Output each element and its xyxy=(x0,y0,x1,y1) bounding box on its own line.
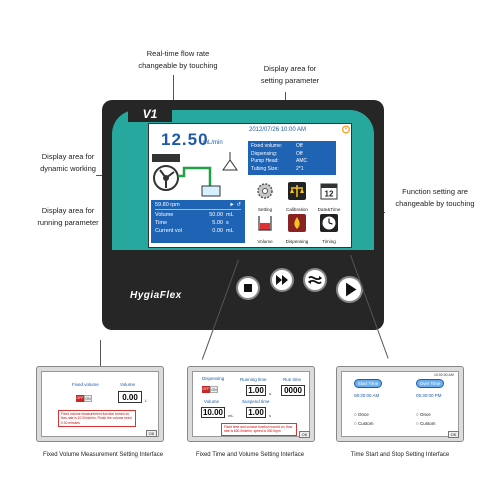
caption-fixed-volume: Fixed Volume Measurement Setting Interfa… xyxy=(42,452,164,458)
connector-panel-1 xyxy=(100,340,101,366)
volume-input[interactable]: 10.00 xyxy=(201,407,225,418)
running-time-input[interactable]: 1.00 xyxy=(246,385,266,396)
panel-screen: 10:00:00 AM Start Time Over Time 08:30:0… xyxy=(341,371,459,438)
start-custom-radio[interactable]: ○ Custom xyxy=(354,421,374,426)
start-time-value: 08:30:00 AM xyxy=(354,393,380,398)
suspend-time-unit: s xyxy=(269,413,271,418)
param-row: Fixed volume:Off xyxy=(251,143,303,149)
beaker-icon xyxy=(258,216,272,231)
volume-unit: L xyxy=(145,398,148,403)
speed-readout: 59.80 rpm xyxy=(155,202,180,208)
start-time-button[interactable]: Start Time xyxy=(354,379,382,388)
dispensing-icon xyxy=(288,214,306,232)
function-timing[interactable]: Timing xyxy=(314,214,344,244)
scale-icon xyxy=(288,182,306,200)
volume-label: Volume xyxy=(204,399,220,404)
ok-button[interactable]: OK xyxy=(146,430,157,437)
direction-button[interactable] xyxy=(303,268,327,292)
caption-time-volume: Fixed Time and Volume Setting Interface xyxy=(195,452,305,458)
run-time-input[interactable]: 0000 xyxy=(281,385,305,396)
alarm-clock-icon xyxy=(342,125,350,134)
param-row: Dispensing:Off xyxy=(251,150,303,157)
play-icon xyxy=(346,282,357,297)
running-time-label: Running time xyxy=(240,377,267,382)
param-row: Tubing Size:2*1 xyxy=(251,165,304,172)
datetime-readout: 2012/07/26 10:00 AM xyxy=(249,127,307,133)
param-row: Pump Head:AMC xyxy=(251,158,308,165)
svg-text:12: 12 xyxy=(325,190,334,199)
over-once-radio[interactable]: ○ Once xyxy=(416,412,431,417)
function-calibration[interactable]: Calibration xyxy=(282,182,312,212)
ok-button[interactable]: OK xyxy=(448,431,459,438)
pump-head-top xyxy=(152,154,180,162)
calendar-icon: 12 xyxy=(320,183,338,200)
dispensing-label: Dispensing xyxy=(202,376,225,381)
panel-start-stop: 10:00:00 AM Start Time Over Time 08:30:0… xyxy=(336,366,464,442)
ok-button[interactable]: OK xyxy=(299,431,310,438)
caption-start-stop: Time Start and Stop Setting Interface xyxy=(350,452,450,458)
over-time-value: 05:30:00 PM xyxy=(416,393,442,398)
tubing xyxy=(178,166,212,186)
suspend-time-label: Suspend time xyxy=(242,399,270,404)
flow-rate-value[interactable]: 12.50 xyxy=(161,130,209,149)
flask xyxy=(222,159,238,171)
stop-button[interactable] xyxy=(236,276,260,300)
beaker xyxy=(201,185,221,197)
stop-icon xyxy=(244,284,252,292)
flow-rate-unit: mL/min xyxy=(203,140,223,146)
time-volume-note: Fixed time and volume function turned on… xyxy=(221,423,297,436)
volume-input[interactable]: 0.00 xyxy=(118,391,142,403)
volume-unit: mL xyxy=(228,413,234,418)
pump-dynamic-illustration xyxy=(152,152,238,197)
function-volume[interactable]: Volume xyxy=(250,214,280,244)
running-time-unit: s xyxy=(269,391,271,396)
fixed-volume-note: Fixed volume measurement function turned… xyxy=(58,410,136,428)
clock-readout: 10:00:00 AM xyxy=(434,373,454,377)
gear-icon xyxy=(257,183,273,199)
function-dispensing[interactable]: Dispensing xyxy=(282,214,312,244)
fast-forward-icon xyxy=(276,275,288,285)
over-time-button[interactable]: Over Time xyxy=(416,379,444,388)
run-time-label: Run time xyxy=(283,377,302,382)
function-setting[interactable]: Setting xyxy=(250,182,280,212)
reverse-direction-icon xyxy=(308,275,322,285)
start-once-radio[interactable]: ○ Once xyxy=(354,412,369,417)
brand-logo: HygiaFlex xyxy=(130,290,182,301)
clock-icon xyxy=(320,214,338,232)
setting-parameter-panel: Fixed volume:Off Dispensing:Off Pump Hea… xyxy=(248,141,336,175)
fixed-volume-label: Fixed volume xyxy=(72,382,99,387)
model-badge: V1 xyxy=(128,106,172,122)
fast-forward-button[interactable] xyxy=(270,268,294,292)
over-custom-radio[interactable]: ○ Custom xyxy=(416,421,436,426)
volume-label: Volume xyxy=(120,382,136,387)
suspend-time-input[interactable]: 1.00 xyxy=(246,407,266,418)
direction-readout: ► ↺ xyxy=(229,202,241,208)
function-date-time[interactable]: 12 Date&Time xyxy=(314,182,344,212)
